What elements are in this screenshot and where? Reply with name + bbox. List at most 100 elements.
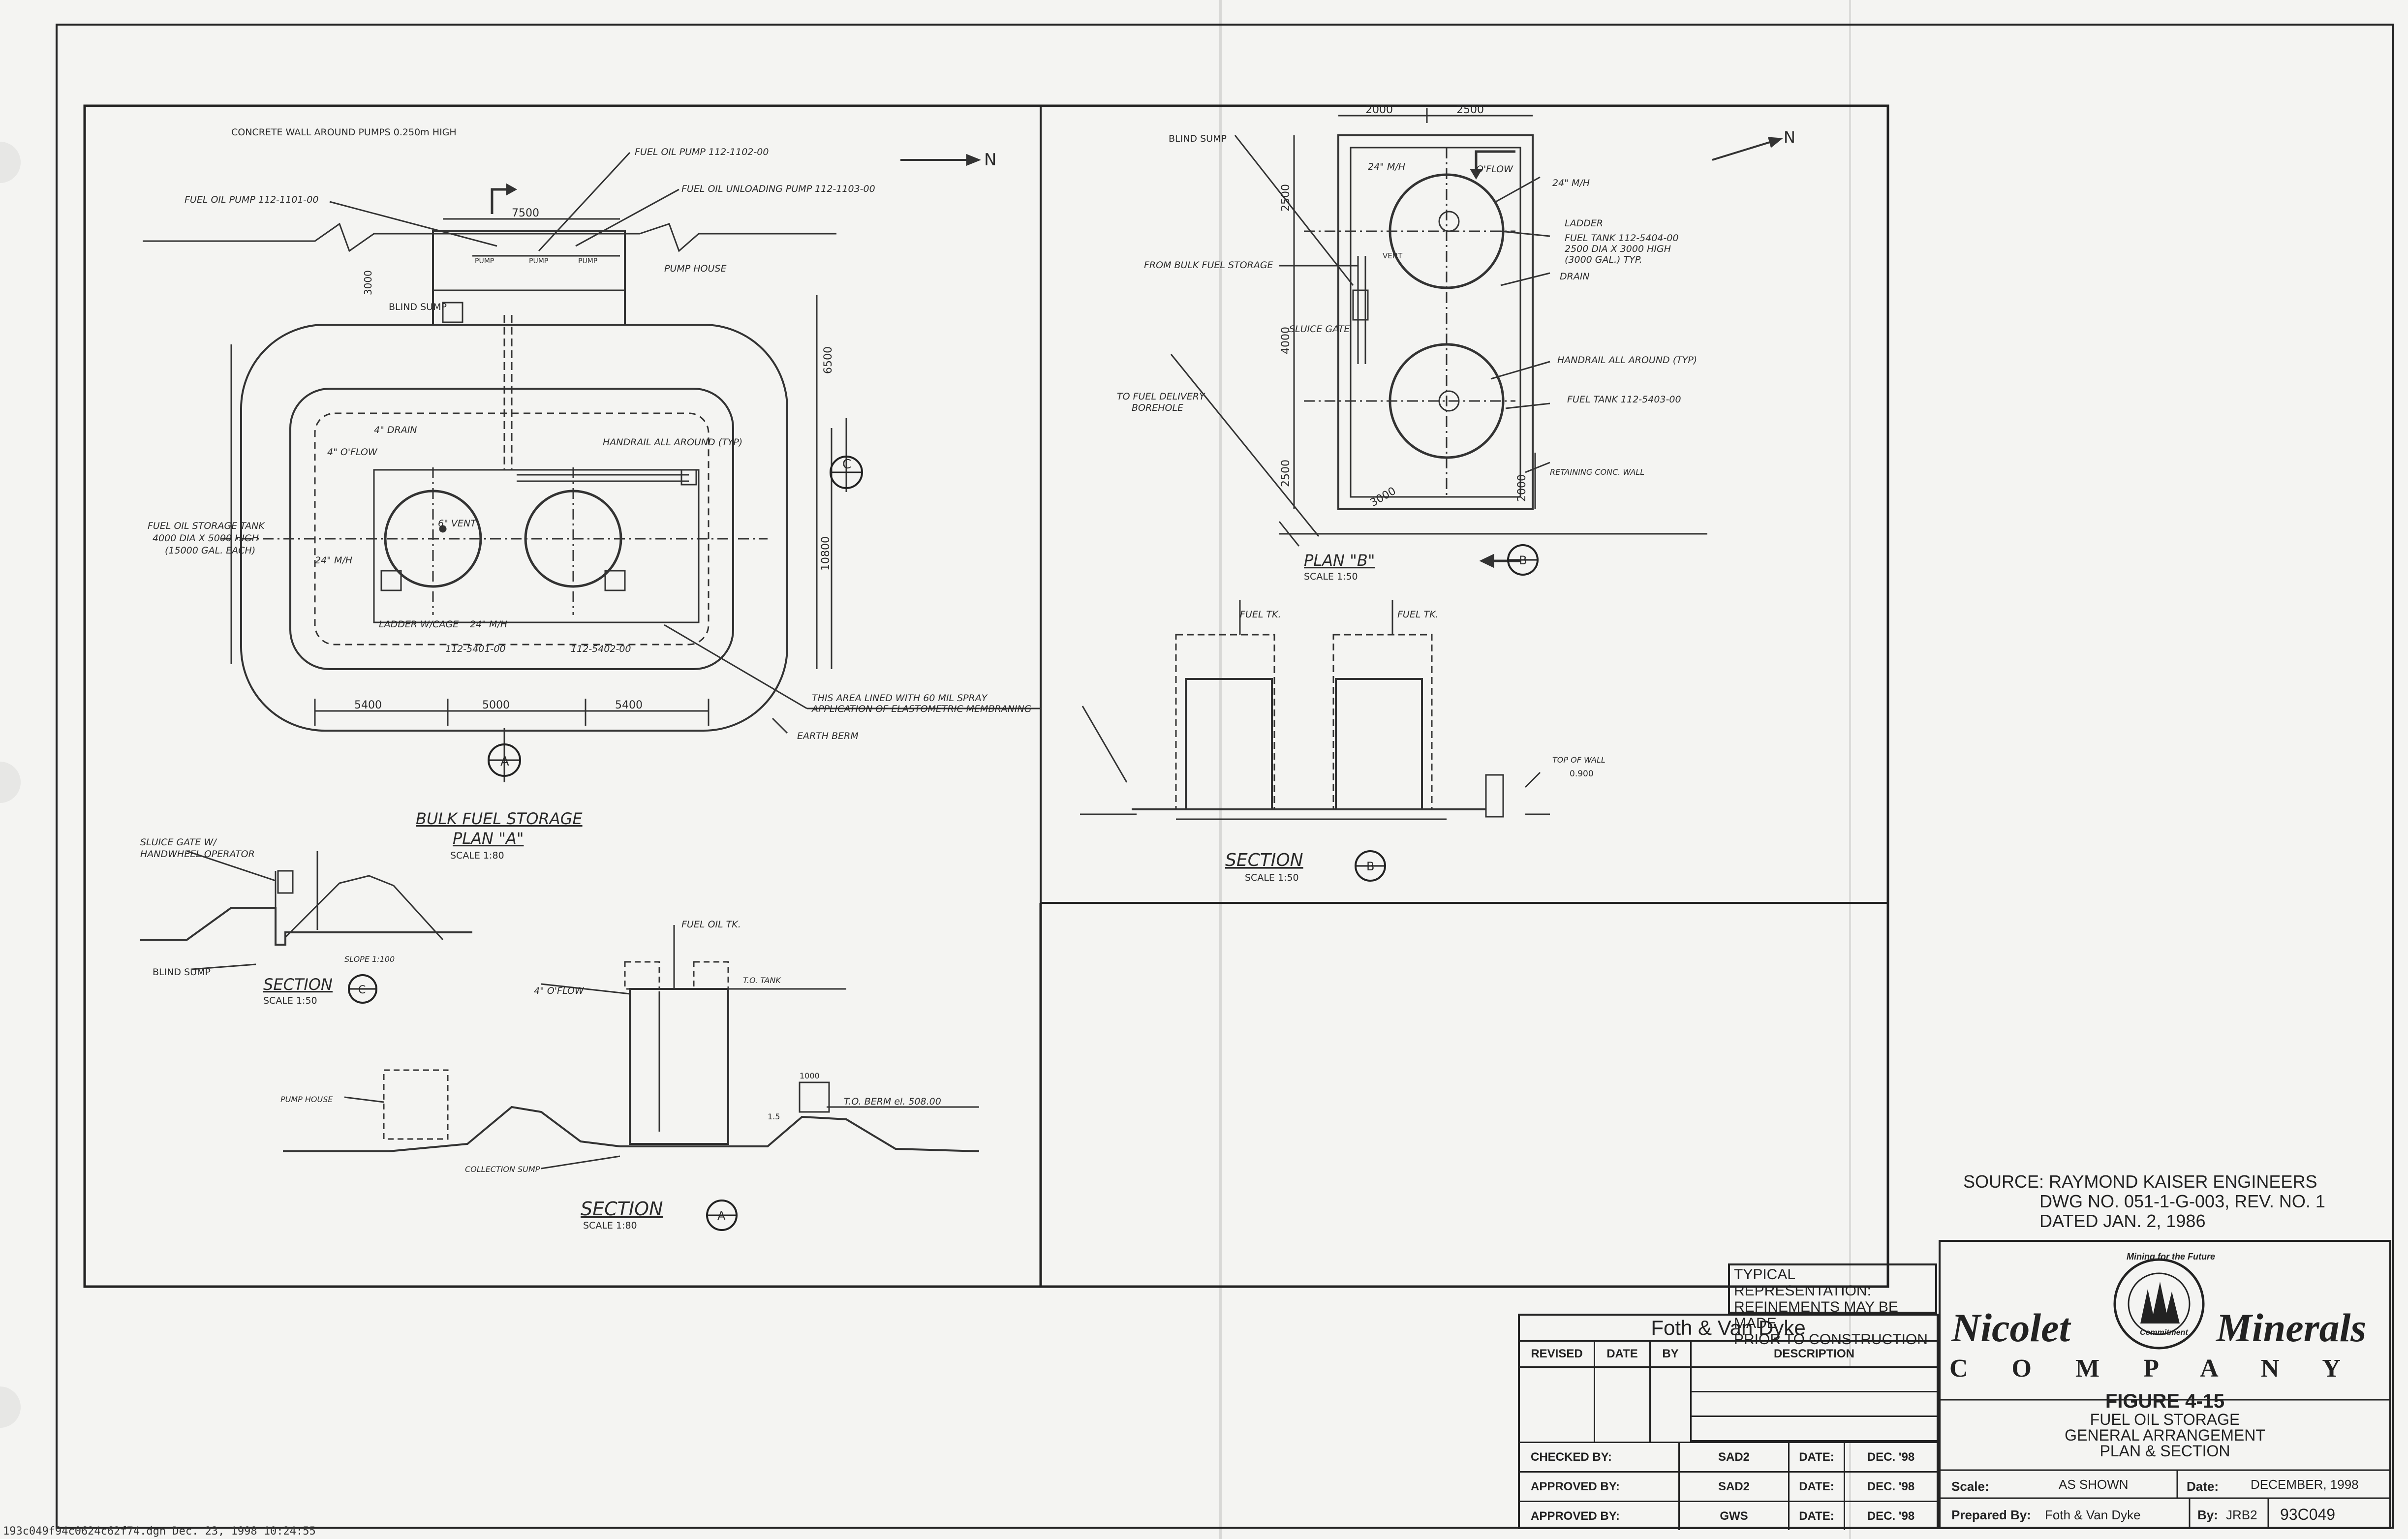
pb-mh-2: 24" M/H xyxy=(1552,178,1590,188)
figure-number: FIGURE 4-15 xyxy=(2105,1390,2225,1412)
label-lined-1: THIS AREA LINED WITH 60 MIL SPRAY xyxy=(812,693,988,704)
sb-marker-letter: B xyxy=(1366,860,1374,873)
marker-c-letter: C xyxy=(842,457,851,472)
pb-tank-dims-1: 2500 DIA X 3000 HIGH xyxy=(1565,244,1671,254)
pb-from-bulk: FROM BULK FUEL STORAGE xyxy=(1144,260,1273,271)
pb-mh-1: 24" M/H xyxy=(1368,161,1405,172)
source-line-1: SOURCE: RAYMOND KAISER ENGINEERS xyxy=(1963,1171,2317,1192)
plan-a-scale: SCALE 1:80 xyxy=(450,850,504,861)
sa-fuel-oil-tk: FUEL OIL TK. xyxy=(681,919,741,930)
sa-collection-sump: COLLECTION SUMP xyxy=(465,1165,540,1174)
sb-fuel-tk-1: FUEL TK. xyxy=(1240,609,1281,620)
marker-a-letter: A xyxy=(500,754,509,769)
label-tank-desc-1: FUEL OIL STORAGE TANK xyxy=(148,521,265,531)
title-block: Nicolet Minerals C O M P A N Y Mining fo… xyxy=(1939,1240,2391,1529)
pb-marker-letter: B xyxy=(1519,554,1527,567)
label-tank-desc-2: 4000 DIA X 5000 HIGH xyxy=(153,533,259,544)
signoff-row: CHECKED BY: SAD2 DATE: DEC. '98 xyxy=(1520,1443,1937,1473)
pb-fuel-tank-5404: FUEL TANK 112-5404-00 xyxy=(1565,233,1679,244)
signoff-date: DEC. '98 xyxy=(1867,1450,1915,1464)
sc-slope: SLOPE 1:100 xyxy=(344,954,395,964)
label-lined-2: APPLICATION OF ELASTOMETRIC MEMBRANING xyxy=(811,704,1031,714)
section-a-title-marker-icon xyxy=(706,1200,738,1231)
sc-sluice-2: HANDWHEEL OPERATOR xyxy=(140,849,255,860)
revision-block: Foth & Van Dyke REVISED DATE BY DESCRIPT… xyxy=(1518,1314,1939,1530)
signoff-who: SAD2 xyxy=(1680,1473,1790,1501)
pb-dim-2500-left: 2500 xyxy=(1280,184,1292,212)
pb-drain: DRAIN xyxy=(1560,271,1590,282)
logo-bottom-text: Commitment xyxy=(2140,1328,2188,1337)
plan-b-scale: SCALE 1:50 xyxy=(1304,571,1358,582)
sa-berm: T.O. BERM el. 508.00 xyxy=(844,1096,941,1107)
signoff-row: APPROVED BY: SAD2 DATE: DEC. '98 xyxy=(1520,1473,1937,1502)
pb-sluice: SLUICE GATE xyxy=(1289,324,1350,335)
signoff-date-label: DATE: xyxy=(1790,1502,1845,1530)
label-ladder: LADDER W/CAGE xyxy=(379,619,459,630)
section-c-title: SECTION xyxy=(263,975,333,994)
pb-dim-3000: 3000 xyxy=(1368,485,1398,510)
section-a-title: SECTION xyxy=(581,1198,663,1220)
section-a-scale: SCALE 1:80 xyxy=(583,1220,637,1231)
revision-header-description: DESCRIPTION xyxy=(1773,1347,1854,1360)
label-tank-5402: 112-5402-00 xyxy=(571,644,631,654)
section-b-title: SECTION xyxy=(1225,850,1303,870)
signoff-role: APPROVED BY: xyxy=(1520,1473,1680,1501)
dim-10800: 10800 xyxy=(820,536,832,571)
signoff-date: DEC. '98 xyxy=(1867,1509,1915,1523)
label-unloading-pump: FUEL OIL UNLOADING PUMP 112-1103-00 xyxy=(681,184,875,194)
signoff-row: APPROVED BY: GWS DATE: DEC. '98 xyxy=(1520,1502,1937,1530)
section-b-marker-icon xyxy=(1507,544,1539,576)
revision-firm: Foth & Van Dyke xyxy=(1520,1316,1937,1342)
signoff-who: GWS xyxy=(1680,1502,1790,1530)
label-fuel-pump-1101: FUEL OIL PUMP 112-1101-00 xyxy=(185,194,318,205)
pb-to-delivery-2: BOREHOLE xyxy=(1132,402,1183,413)
company-logo-icon xyxy=(2113,1258,2205,1350)
pb-tank-dims-2: (3000 GAL.) TYP. xyxy=(1565,254,1642,265)
prepared-label: Prepared By: xyxy=(1951,1508,2031,1522)
scale-value: AS SHOWN xyxy=(2059,1477,2129,1492)
punch-hole-icon xyxy=(0,142,21,183)
typical-line-2: REFINEMENTS MAY BE MADE xyxy=(1734,1299,1898,1331)
by-label: By: xyxy=(2197,1508,2218,1522)
north-label-a: N xyxy=(984,150,996,170)
sb-fuel-tk-2: FUEL TK. xyxy=(1397,609,1439,620)
typical-representation-note: TYPICAL REPRESENTATION: REFINEMENTS MAY … xyxy=(1728,1263,1937,1348)
sheet-border xyxy=(56,24,2394,1529)
label-pump-1: PUMP xyxy=(475,257,494,265)
section-c xyxy=(140,850,472,970)
by-value: JRB2 xyxy=(2226,1508,2257,1522)
section-c-marker-icon xyxy=(830,456,863,489)
dim-5000: 5000 xyxy=(482,699,510,711)
signoff-date: DEC. '98 xyxy=(1867,1480,1915,1493)
label-mh-left: 24" M/H xyxy=(315,555,352,566)
signoff-date-label: DATE: xyxy=(1790,1443,1845,1471)
label-fuel-pump-1102: FUEL OIL PUMP 112-1102-00 xyxy=(635,147,769,157)
file-footer: 193c049f94c0624c62f74.dgn Dec. 23, 1998 … xyxy=(3,1525,316,1538)
label-flow: 4" O'FLOW xyxy=(327,447,378,458)
dim-5400-b: 5400 xyxy=(615,699,643,711)
pb-dim-2000-top: 2000 xyxy=(1365,104,1393,116)
label-pump-2: PUMP xyxy=(529,257,548,265)
drawing-number: 93C049 xyxy=(2280,1506,2336,1523)
punch-hole-icon xyxy=(0,762,21,803)
sa-marker-letter: A xyxy=(717,1209,726,1223)
plan-a xyxy=(143,152,1041,782)
label-vent: 6" VENT xyxy=(438,518,477,529)
dim-6500: 6500 xyxy=(822,346,834,374)
section-b-scale: SCALE 1:50 xyxy=(1245,872,1299,883)
section-b-title-marker-icon xyxy=(1355,850,1386,882)
revision-header-by: BY xyxy=(1651,1342,1692,1366)
pb-ladder: LADDER xyxy=(1565,218,1603,229)
sc-blind-sump: BLIND SUMP xyxy=(153,967,211,978)
figure-line-2: GENERAL ARRANGEMENT xyxy=(2065,1426,2265,1444)
sc-marker-letter: C xyxy=(358,984,366,996)
pb-handrail: HANDRAIL ALL AROUND (TYP) xyxy=(1557,355,1697,366)
revision-header-revised: REVISED xyxy=(1520,1342,1595,1366)
plan-a-subtitle: PLAN "A" xyxy=(453,829,524,848)
signoff-role: CHECKED BY: xyxy=(1520,1443,1680,1471)
plan-b-frame xyxy=(1040,105,1889,904)
section-c-title-marker-icon xyxy=(348,974,377,1004)
pb-oflow: O'FLOW xyxy=(1476,164,1513,175)
label-handrail: HANDRAIL ALL AROUND (TYP) xyxy=(603,437,742,448)
